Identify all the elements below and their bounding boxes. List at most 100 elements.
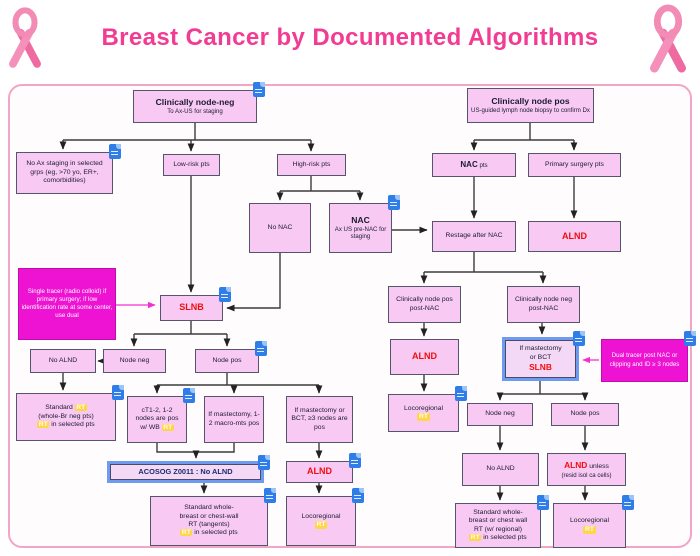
box-title: Clinically node-neg xyxy=(155,97,235,108)
box-subtitle: To Ax-US for staging xyxy=(167,108,223,116)
box-text: Standard whole- xyxy=(473,508,523,516)
box-locoregional-rt-mid: Locoregional RT xyxy=(388,386,467,432)
note-text: Dual tracer post NAC or clipping and ID … xyxy=(609,352,680,368)
document-icon[interactable] xyxy=(264,488,276,503)
box-text: If mastectomy xyxy=(519,345,562,353)
box-text: Node neg xyxy=(485,410,515,418)
box-node-pos-left: Node pos xyxy=(195,341,267,373)
document-icon[interactable] xyxy=(219,287,231,302)
box-nac-staging: NAC Ax US pre-NAC for staging xyxy=(329,195,400,253)
box-text: ALND xyxy=(562,230,587,241)
document-icon[interactable] xyxy=(388,195,400,210)
box-subtitle: US-guided lymph node biopsy to confirm D… xyxy=(471,107,590,115)
box-text: breast or chest-wall xyxy=(179,512,239,520)
box-text: Standard whole- xyxy=(184,504,234,512)
rt-highlight: RT xyxy=(37,421,50,429)
box-clinically-node-neg: Clinically node-neg To Ax-US for staging xyxy=(133,82,265,123)
box-text: RT (w/ regional) xyxy=(473,525,523,533)
box-text: Locoregional xyxy=(570,517,609,525)
box-text: No Ax staging in selected grps (eg, >70 … xyxy=(26,160,103,185)
box-text: RT (tangents) xyxy=(188,521,230,528)
box-subtitle: Ax US pre-NAC for staging xyxy=(334,226,387,241)
box-text: Restage after NAC xyxy=(445,232,503,240)
box-slnb: SLNB xyxy=(160,287,231,321)
box-text: ALND xyxy=(564,460,588,471)
box-text: NAC xyxy=(460,159,478,169)
document-icon[interactable] xyxy=(684,331,696,346)
box-no-alnd-left: No ALND xyxy=(30,349,96,373)
box-no-nac: No NAC xyxy=(249,203,311,253)
box-node-neg-left: Node neg xyxy=(103,349,166,373)
box-text: SLNB xyxy=(179,302,204,313)
box-low-risk-pts: Low-risk pts xyxy=(163,154,220,176)
box-whole-breast-rt-left: Standard whole- breast or chest-wall RT … xyxy=(150,488,276,546)
box-text: Standard xyxy=(45,404,75,412)
box-text: breast or chest wall xyxy=(468,517,528,525)
box-text: in selected pts xyxy=(192,529,238,537)
box-whole-breast-rt-right: Standard whole- breast or chest wall RT … xyxy=(455,495,549,548)
rt-highlight: RT xyxy=(161,423,174,431)
box-text: ACOSOG Z0011 : No ALND xyxy=(138,467,233,477)
box-text: SLNB xyxy=(529,362,552,373)
document-icon[interactable] xyxy=(109,144,121,159)
box-locoregional-rt-left: Locoregional RT xyxy=(286,488,364,546)
rt-highlight: RT xyxy=(180,529,193,537)
box-restage-slnb: If mastectomy or BCT SLNB xyxy=(502,331,585,381)
box-text: No NAC xyxy=(267,223,293,231)
box-alnd-post-nac: ALND xyxy=(390,339,459,375)
box-text: unless xyxy=(587,463,609,471)
box-alnd-unless: ALND unless (resid isol ca cells) xyxy=(547,453,626,486)
pink-ribbon-icon xyxy=(650,4,686,73)
rt-highlight: RT xyxy=(74,404,87,412)
box-text: Node neg xyxy=(119,356,150,364)
document-icon[interactable] xyxy=(537,495,549,510)
document-icon[interactable] xyxy=(255,341,267,356)
note-text: Single tracer (radio colloid) if primary… xyxy=(21,287,113,320)
rt-highlight: RT xyxy=(469,533,482,541)
box-z0011-criteria: cT1-2, 1-2 nodes are pos w/ WB RT xyxy=(127,388,195,443)
document-icon[interactable] xyxy=(183,388,195,403)
box-text: If mastectomy or BCT, ≥3 nodes are pos xyxy=(291,406,348,431)
box-text: Locoregional xyxy=(404,404,443,412)
box-text: in selected pts xyxy=(481,533,527,541)
box-text: If mastectomy, 1-2 macro-mts pos xyxy=(208,411,260,427)
box-restage-after-nac: Restage after NAC xyxy=(432,221,516,252)
document-icon[interactable] xyxy=(622,495,634,510)
box-node-neg-right: Node neg xyxy=(467,403,533,426)
document-icon[interactable] xyxy=(352,488,364,503)
page-title: Breast Cancer by Documented Algorithms xyxy=(101,24,599,51)
box-text: ALND xyxy=(412,351,437,362)
box-text: (resid isol ca cells) xyxy=(561,471,612,479)
box-node-pos-post-nac: Clinically node pos post-NAC xyxy=(388,286,461,323)
box-primary-surgery-pts: Primary surgery pts xyxy=(528,153,621,177)
document-icon[interactable] xyxy=(258,455,270,470)
rt-highlight: RT xyxy=(417,413,430,422)
document-icon[interactable] xyxy=(112,385,124,400)
box-text: nodes are pos xyxy=(135,415,179,423)
document-icon[interactable] xyxy=(253,82,265,97)
box-alnd-primary-surgery: ALND xyxy=(528,221,621,252)
note-single-tracer: Single tracer (radio colloid) if primary… xyxy=(18,268,116,340)
box-text: No ALND xyxy=(486,465,515,473)
box-mastectomy-3plus-nodes: If mastectomy or BCT, ≥3 nodes are pos xyxy=(286,396,353,443)
box-text: Low-risk pts xyxy=(173,160,210,168)
box-alnd-left: ALND xyxy=(286,453,361,483)
box-acosog-z0011-no-alnd: ACOSOG Z0011 : No ALND xyxy=(107,455,270,483)
box-text: w/ WB xyxy=(140,423,162,431)
box-text: ALND xyxy=(307,466,332,477)
document-icon[interactable] xyxy=(573,331,585,346)
box-clinically-node-pos: Clinically node pos US-guided lymph node… xyxy=(467,88,594,123)
box-text: Clinically node neg post-NAC xyxy=(514,296,573,312)
box-node-pos-right: Node pos xyxy=(551,403,619,426)
rt-highlight: RT xyxy=(583,525,596,534)
document-icon[interactable] xyxy=(455,386,467,401)
box-text: or BCT xyxy=(529,353,552,361)
box-text: Node pos xyxy=(212,356,242,364)
box-no-ax-staging: No Ax staging in selected grps (eg, >70 … xyxy=(16,144,121,194)
box-text: Node pos xyxy=(570,410,600,418)
note-dual-tracer: Dual tracer post NAC or clipping and ID … xyxy=(601,331,696,382)
box-title: NAC xyxy=(351,215,370,226)
box-no-alnd-right: No ALND xyxy=(462,453,539,486)
document-icon[interactable] xyxy=(349,453,361,468)
box-text: No ALND xyxy=(48,356,78,364)
